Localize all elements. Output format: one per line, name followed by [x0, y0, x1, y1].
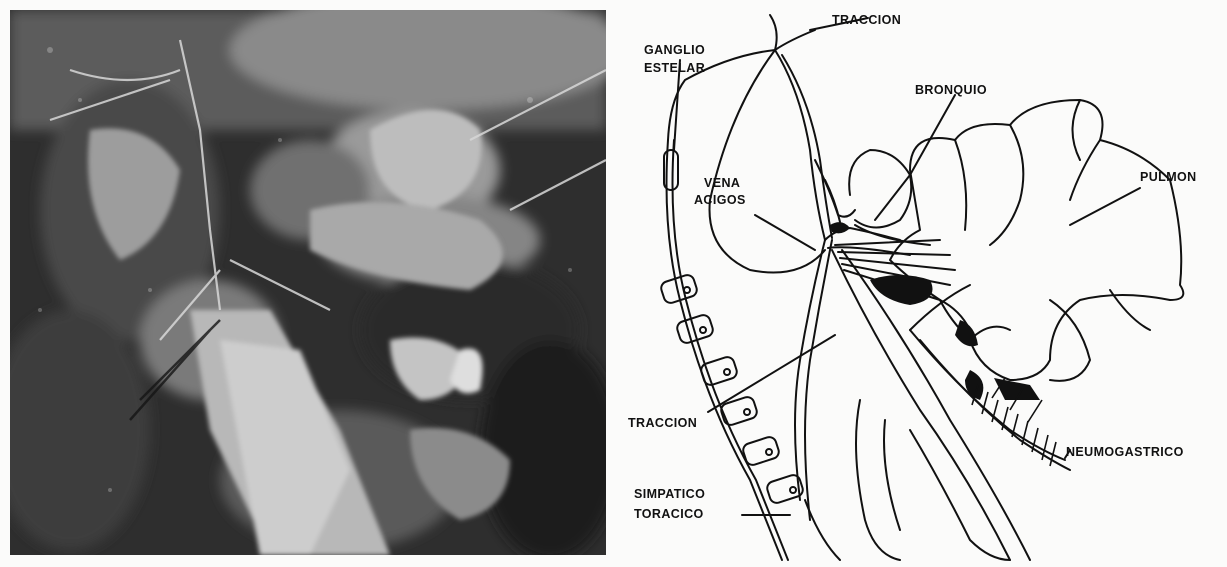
label-acigos: ACIGOS	[694, 194, 746, 207]
leader-traccion-bottom	[708, 335, 835, 412]
label-toracico: TORACICO	[634, 508, 704, 521]
label-vena: VENA	[704, 177, 740, 190]
label-neumogastrico: NEUMOGASTRICO	[1066, 446, 1184, 459]
label-traccion-bottom: TRACCION	[628, 417, 697, 430]
surgical-photograph	[10, 10, 606, 555]
label-bronquio: BRONQUIO	[915, 84, 987, 97]
label-ganglio: GANGLIO	[644, 44, 705, 57]
sympathetic-trunk	[668, 15, 777, 140]
leader-pulmon	[1070, 188, 1140, 225]
label-simpatico: SIMPATICO	[634, 488, 705, 501]
photo-image	[10, 10, 606, 555]
label-pulmon: PULMON	[1140, 171, 1197, 184]
label-traccion-top: TRACCION	[832, 14, 901, 27]
label-estelar: ESTELAR	[644, 62, 705, 75]
anatomical-diagram: TRACCION GANGLIO ESTELAR BRONQUIO VENA A…	[610, 0, 1227, 567]
leader-vena-acigos	[755, 215, 815, 250]
vena-acigos-shape	[795, 240, 825, 500]
